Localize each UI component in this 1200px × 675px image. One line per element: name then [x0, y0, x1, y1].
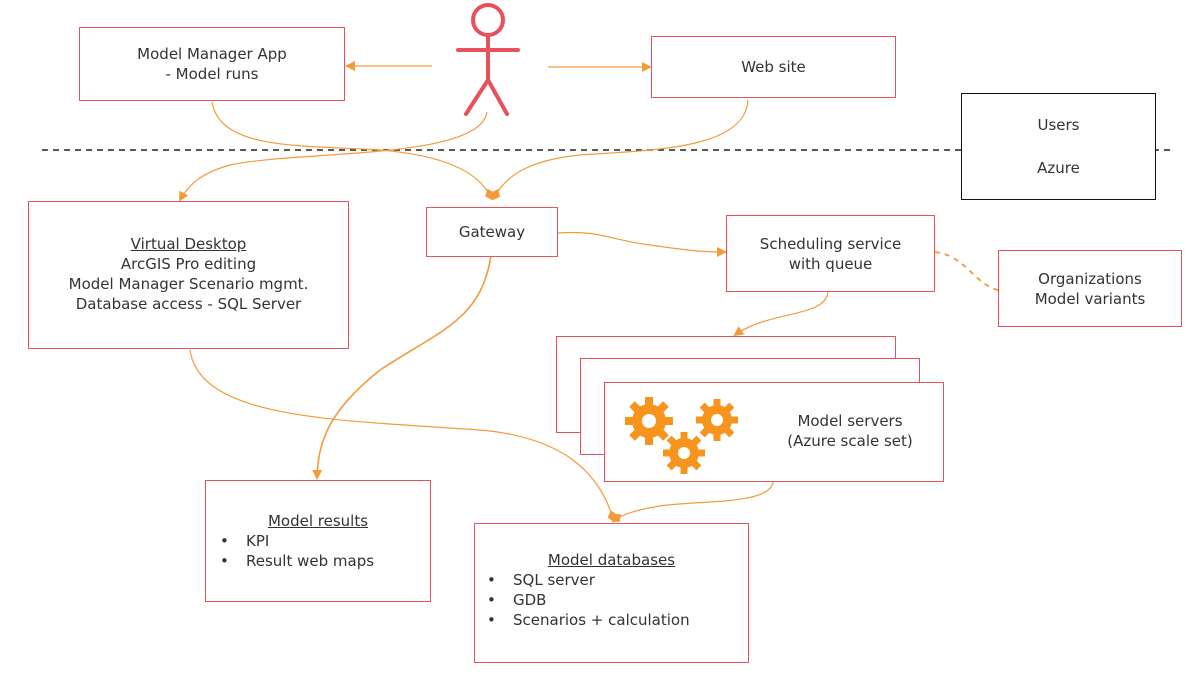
arrow-website-to-gateway — [491, 99, 749, 201]
scheduling-title: Scheduling service — [759, 234, 902, 253]
arrow-gateway-to-results — [312, 246, 493, 480]
model-manager-app-subtitle: - Model runs — [165, 65, 259, 83]
gear-icon — [625, 397, 673, 445]
model-manager-app-box: Model Manager App - Model runs — [79, 27, 345, 101]
list-item: KPI — [220, 531, 374, 551]
gear-icon — [663, 432, 705, 474]
arrow-servers-to-databases — [611, 481, 774, 523]
users-azure-legend: Users Azure — [961, 93, 1156, 200]
person-icon — [456, 3, 520, 116]
list-item: GDB — [487, 590, 690, 610]
users-label: Users — [1037, 116, 1080, 134]
arrow-app-to-gateway — [211, 101, 495, 201]
arrow-actor-to-desktop — [179, 111, 488, 202]
gears-icon — [625, 397, 738, 474]
gateway-box: Gateway — [426, 207, 558, 257]
list-item: SQL server — [487, 570, 690, 590]
arrow-gateway-to-scheduling — [557, 231, 727, 257]
model-databases-list: SQL server GDB Scenarios + calculation — [487, 570, 690, 630]
model-servers-subtitle: (Azure scale set) — [787, 432, 913, 450]
gear-icon — [696, 399, 738, 441]
organizations-subtitle: Model variants — [1034, 289, 1146, 308]
organizations-title: Organizations — [1038, 269, 1142, 288]
gateway-label: Gateway — [458, 223, 526, 241]
list-item: Result web maps — [220, 551, 374, 571]
web-site-label: Web site — [741, 58, 806, 76]
scheduling-subtitle: with queue — [788, 254, 873, 273]
virtual-desktop-line: Database access - SQL Server — [75, 295, 302, 313]
link-scheduling-organizations — [934, 251, 999, 291]
virtual-desktop-line: ArcGIS Pro editing — [120, 255, 257, 273]
model-databases-box: Model databases SQL server GDB Scenarios… — [474, 523, 749, 663]
model-results-list: KPI Result web maps — [220, 531, 374, 571]
model-servers-box: Model servers (Azure scale set) — [604, 382, 944, 482]
virtual-desktop-title: Virtual Desktop — [130, 235, 247, 253]
organizations-box: Organizations Model variants — [998, 250, 1182, 327]
virtual-desktop-line: Model Manager Scenario mgmt. — [68, 275, 309, 293]
model-servers-title: Model servers — [797, 412, 903, 430]
model-manager-app-title: Model Manager App — [137, 45, 287, 63]
virtual-desktop-box: Virtual Desktop ArcGIS Pro editing Model… — [28, 201, 349, 349]
arrow-scheduling-to-servers — [733, 291, 829, 337]
scheduling-service-box: Scheduling service with queue — [726, 215, 935, 292]
model-databases-title: Model databases — [547, 551, 676, 569]
azure-label: Azure — [1037, 159, 1080, 177]
model-results-title: Model results — [267, 512, 369, 530]
list-item: Scenarios + calculation — [487, 610, 690, 630]
web-site-box: Web site — [651, 36, 896, 98]
model-results-box: Model results KPI Result web maps — [205, 480, 431, 602]
arrow-desktop-to-databases — [189, 349, 618, 523]
